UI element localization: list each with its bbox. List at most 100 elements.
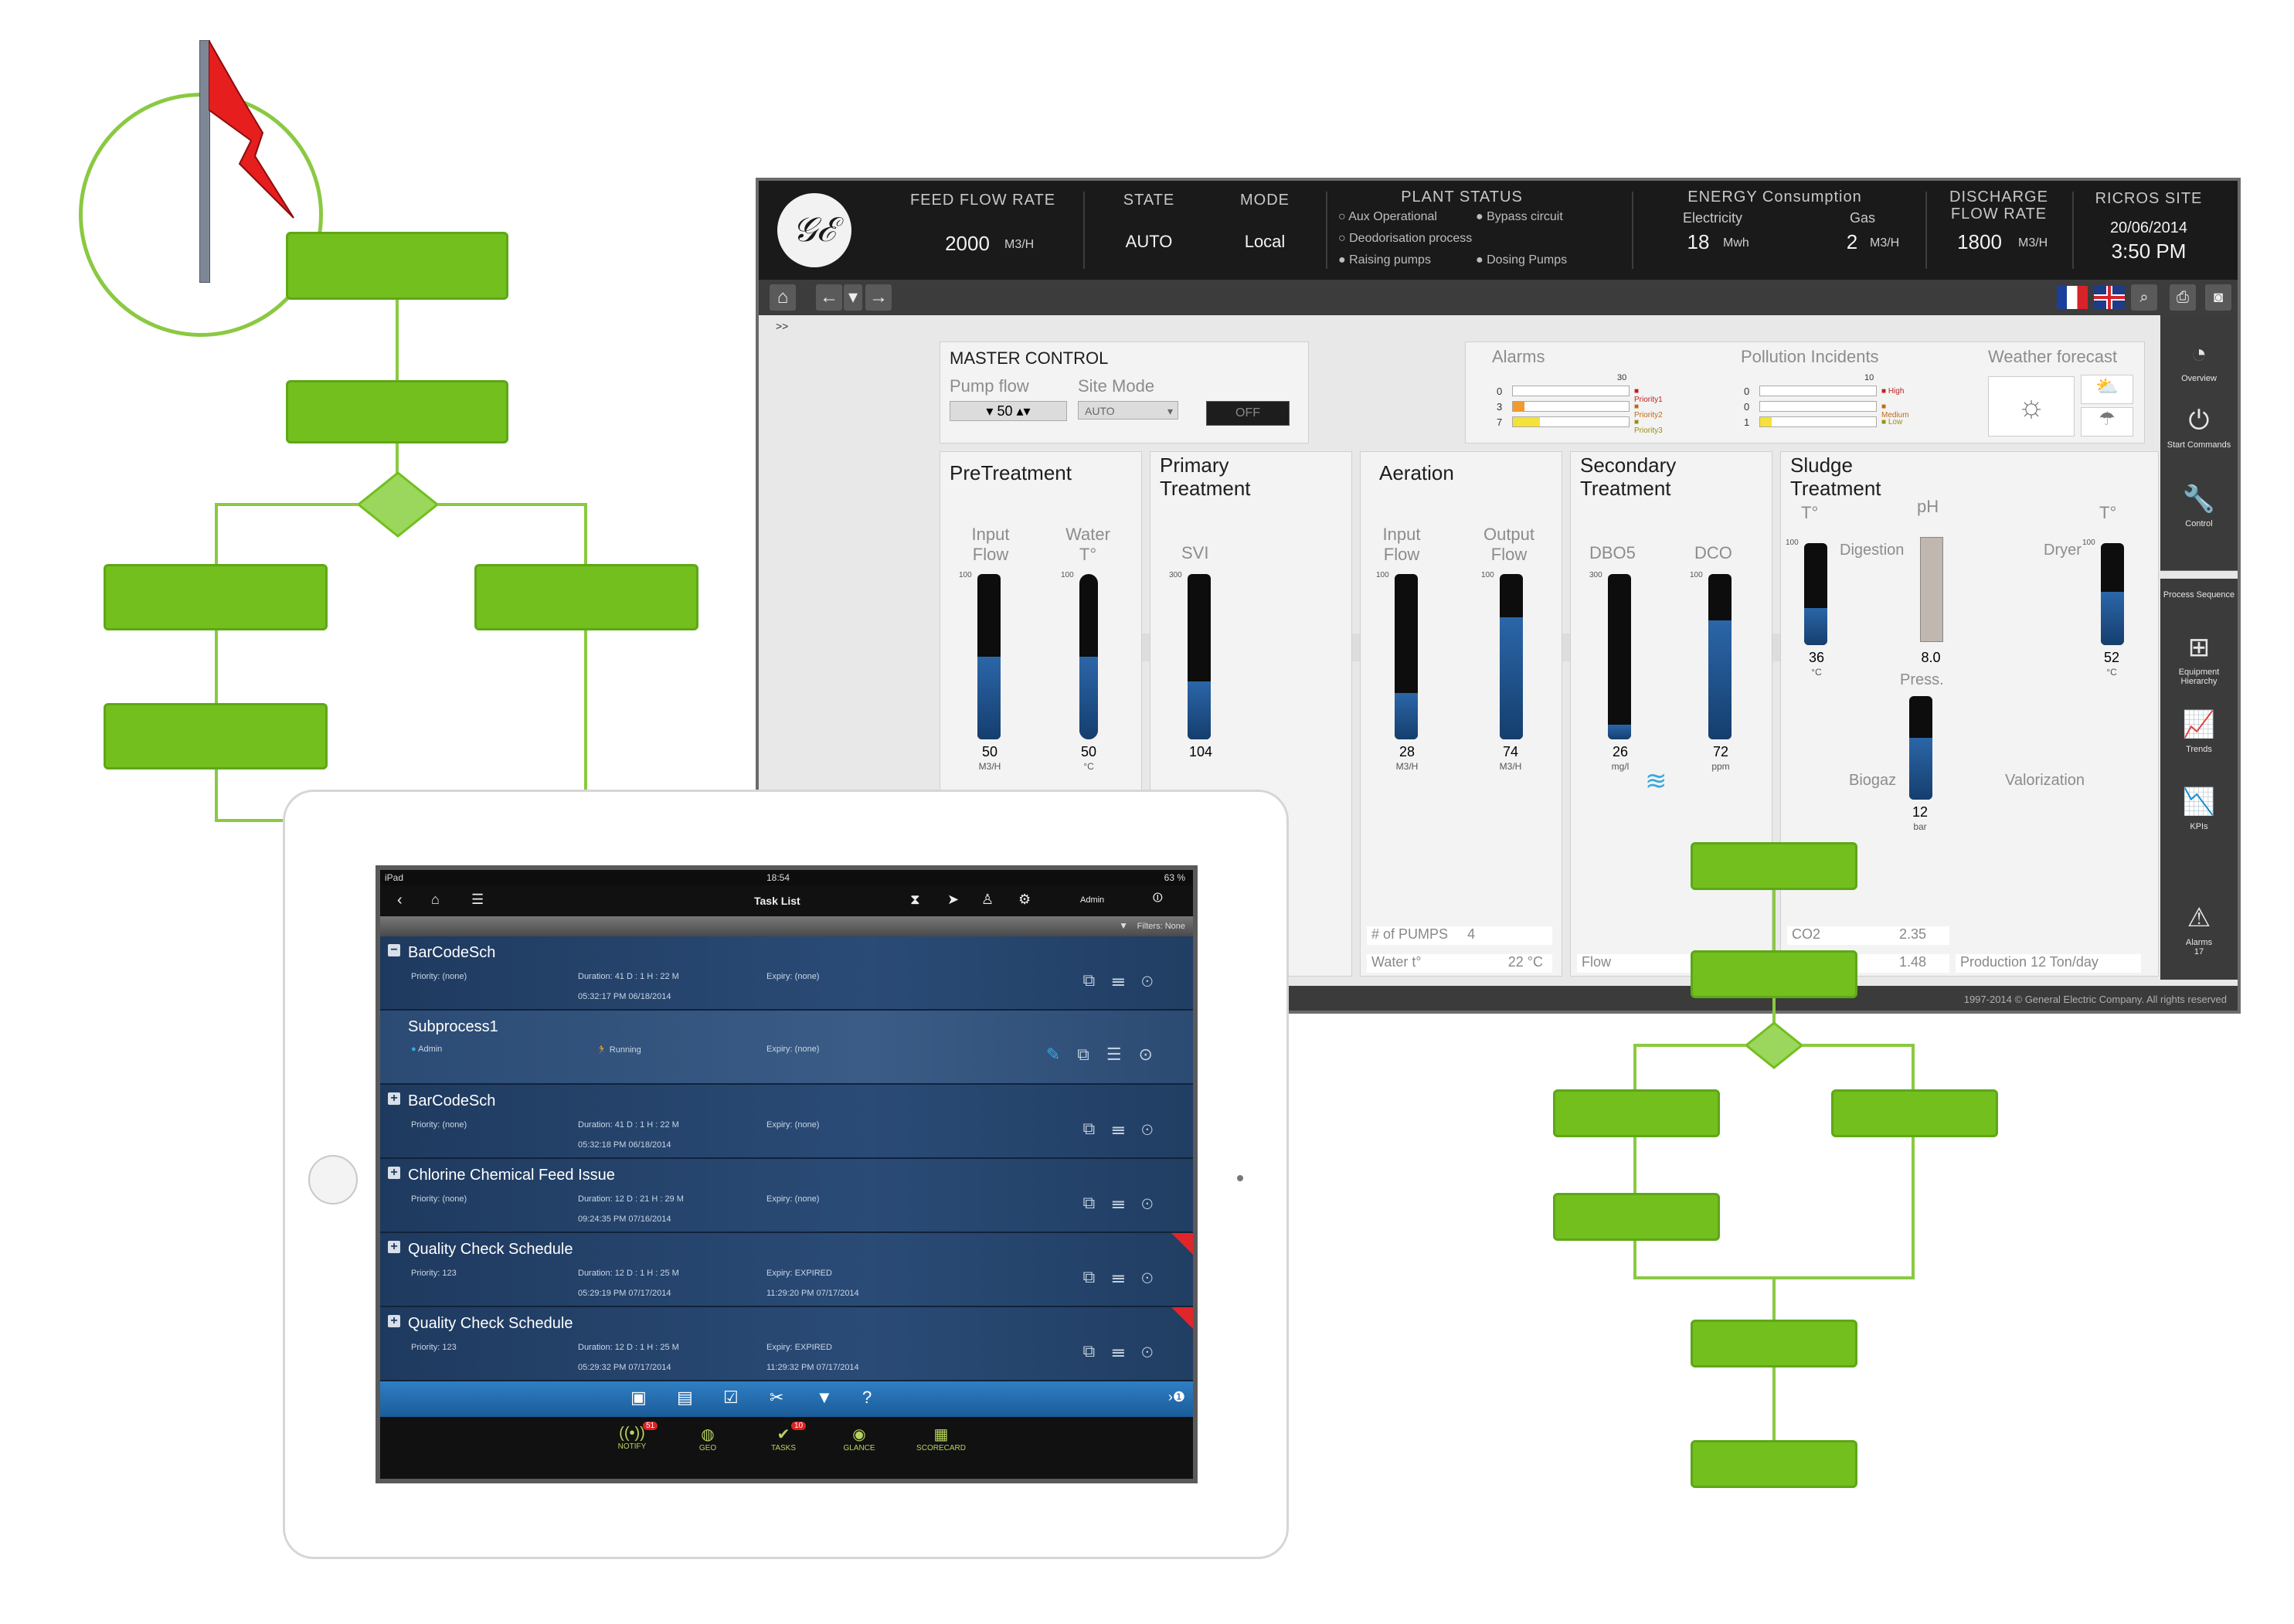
back-icon[interactable]: ‹ xyxy=(397,892,403,909)
task-row[interactable]: + BarCodeSch Priority: (none) Duration: … xyxy=(380,1085,1193,1159)
expand-icon[interactable]: + xyxy=(388,1167,400,1179)
task-row[interactable]: − BarCodeSch Priority: (none) Duration: … xyxy=(380,936,1193,1011)
tasks-badge: 10 xyxy=(791,1422,807,1430)
sidebar-item-start-commands[interactable]: ⏻Start Commands xyxy=(2160,405,2238,450)
sidebar-item-trends[interactable]: 📈Trends xyxy=(2160,709,2238,754)
list-icon[interactable]: ☰ xyxy=(471,892,484,907)
task-row[interactable]: Subprocess1 ● Admin 🏃 Running Expiry: (n… xyxy=(380,1011,1193,1085)
task-row[interactable]: + Quality Check Schedule Priority: 123 D… xyxy=(380,1233,1193,1307)
filters-bar[interactable]: Filters: None ▼ xyxy=(380,916,1193,936)
press-unit: bar xyxy=(1913,821,1927,832)
task-actions[interactable]: ⧉☰⊙ xyxy=(1082,1341,1170,1361)
pretreatment-title: PreTreatment xyxy=(950,461,1072,484)
search-icon[interactable]: ⌕ xyxy=(2131,284,2157,311)
flow-box-2[interactable] xyxy=(286,380,508,443)
input-flow-unit: M3/H xyxy=(978,761,1001,772)
task-actions[interactable]: ✎⧉☰⊙ xyxy=(1045,1045,1170,1064)
task-actions[interactable]: ⧉☰⊙ xyxy=(1082,1119,1170,1138)
flag-fr-icon[interactable] xyxy=(2057,286,2088,309)
sidebar-item-kpis[interactable]: 📉KPIs xyxy=(2160,787,2238,831)
alarms-title: Alarms xyxy=(1492,347,1545,366)
task-expiry: Expiry: EXPIRED xyxy=(766,1343,832,1352)
power-icon: ⏻ xyxy=(2188,406,2210,435)
forward-button[interactable]: → xyxy=(865,284,892,311)
expand-icon[interactable]: + xyxy=(388,1092,400,1105)
scada-header: 𝒢ℰ FEED FLOW RATE 2000 M3/H STATE AUTO M… xyxy=(759,181,2238,280)
pollution-bars: 10 0 0 1 ■ High ■ Medium ■ Low xyxy=(1744,373,1909,428)
task-duration: Duration: 12 D : 1 H : 25 M xyxy=(578,1343,679,1352)
hourglass-icon[interactable]: ⧗ xyxy=(910,892,920,907)
history-dropdown-button[interactable]: ▾ xyxy=(844,284,862,311)
expand-icon[interactable]: + xyxy=(388,1315,400,1327)
sidebar-item-overview[interactable]: ◔Overview xyxy=(2160,338,2238,383)
task-row[interactable]: + Quality Check Schedule Priority: 123 D… xyxy=(380,1307,1193,1381)
flow-box-r5[interactable] xyxy=(1553,1193,1720,1241)
pollution-title: Pollution Incidents xyxy=(1741,347,1879,366)
expand-icon[interactable]: + xyxy=(388,1241,400,1253)
flow-connector xyxy=(1772,890,1776,950)
gas-label: Gas xyxy=(1850,210,1876,226)
task-row[interactable]: + Chlorine Chemical Feed Issue Priority:… xyxy=(380,1159,1193,1233)
flow-box-r1[interactable] xyxy=(1691,842,1857,890)
flow-box-r2[interactable] xyxy=(1691,950,1857,998)
task-actions[interactable]: ⧉☰⊙ xyxy=(1082,1193,1170,1212)
site-mode-select[interactable]: AUTO ▾ xyxy=(1078,401,1178,420)
task-actions[interactable]: ⧉☰⊙ xyxy=(1082,1267,1170,1286)
task-expiry: Expiry: EXPIRED xyxy=(766,1269,832,1278)
home-button[interactable] xyxy=(308,1155,358,1204)
gear-icon[interactable]: ⚙ xyxy=(1018,892,1031,907)
flow-box-r4[interactable] xyxy=(1831,1089,1998,1137)
flow-box-1[interactable] xyxy=(286,232,508,300)
decision-diamond[interactable] xyxy=(1745,1021,1803,1069)
pump-flow-stepper[interactable]: ▾ 50 ▴▾ xyxy=(950,401,1067,421)
device-name: iPad xyxy=(385,872,404,883)
breadcrumb[interactable]: >> xyxy=(776,320,789,332)
discharge-label-1: DISCHARGE xyxy=(1949,189,2048,206)
state-value: AUTO xyxy=(1125,232,1173,251)
flow-connector xyxy=(215,503,218,565)
complete-icon[interactable]: ☑ xyxy=(723,1388,739,1407)
flow-box-r6[interactable] xyxy=(1691,1320,1857,1367)
plant-status-bypass: ● Bypass circuit xyxy=(1476,210,1563,223)
logout-icon[interactable]: ⏼ xyxy=(1153,892,1163,905)
flow-box-r7[interactable] xyxy=(1691,1440,1857,1488)
flow-box-r3[interactable] xyxy=(1553,1089,1720,1137)
print-icon[interactable]: ⎙ xyxy=(2170,284,2196,311)
back-button[interactable]: ← xyxy=(816,284,842,311)
assign-icon[interactable]: ▤ xyxy=(677,1388,693,1407)
tab-glance[interactable]: ◉GLANCE xyxy=(843,1426,875,1452)
filter-icon[interactable]: ▼ xyxy=(816,1388,833,1407)
sidebar-item-process-sequence[interactable]: ▬▬▬Process Sequence xyxy=(2160,555,2239,600)
decision-diamond[interactable] xyxy=(357,471,439,538)
flag-uk-icon[interactable] xyxy=(2094,286,2125,309)
tools-icon[interactable]: ✂ xyxy=(770,1388,784,1407)
sidebar-item-equipment-hierarchy[interactable]: ⊞Equipment Hierarchy xyxy=(2160,632,2238,686)
task-actions[interactable]: ⧉☰⊙ xyxy=(1082,970,1170,990)
home-button[interactable]: ⌂ xyxy=(770,284,796,311)
location-icon[interactable]: ➤ xyxy=(947,892,960,907)
more-icon[interactable]: ›❶ xyxy=(1167,1389,1185,1405)
flow-box-3[interactable] xyxy=(104,564,328,630)
flow-box-4[interactable] xyxy=(474,564,698,630)
user-config-icon[interactable]: ♙ xyxy=(981,892,994,907)
home-icon[interactable]: ⌂ xyxy=(431,892,440,907)
sidebar-item-control[interactable]: 🔧Control xyxy=(2160,484,2238,528)
camera-icon[interactable]: ◙ xyxy=(2205,284,2231,311)
tab-scorecard[interactable]: ▦SCORECARD xyxy=(916,1426,966,1452)
ge-logo: 𝒢ℰ xyxy=(777,193,851,267)
new-task-icon[interactable]: ▣ xyxy=(630,1388,647,1407)
task-expiry: Expiry: (none) xyxy=(766,972,820,981)
help-icon[interactable]: ? xyxy=(862,1388,872,1407)
master-switch[interactable]: OFF xyxy=(1206,401,1290,426)
sludge-temp2-label: T° xyxy=(2099,503,2117,522)
flow-box-5[interactable] xyxy=(104,703,328,770)
tab-geo[interactable]: ◍GEO xyxy=(698,1426,717,1452)
edit-icon[interactable]: ✎ xyxy=(1045,1045,1078,1064)
collapse-icon[interactable]: − xyxy=(388,944,400,956)
flow-connector xyxy=(1772,1276,1776,1323)
dbo5-max: 300 xyxy=(1589,571,1602,579)
